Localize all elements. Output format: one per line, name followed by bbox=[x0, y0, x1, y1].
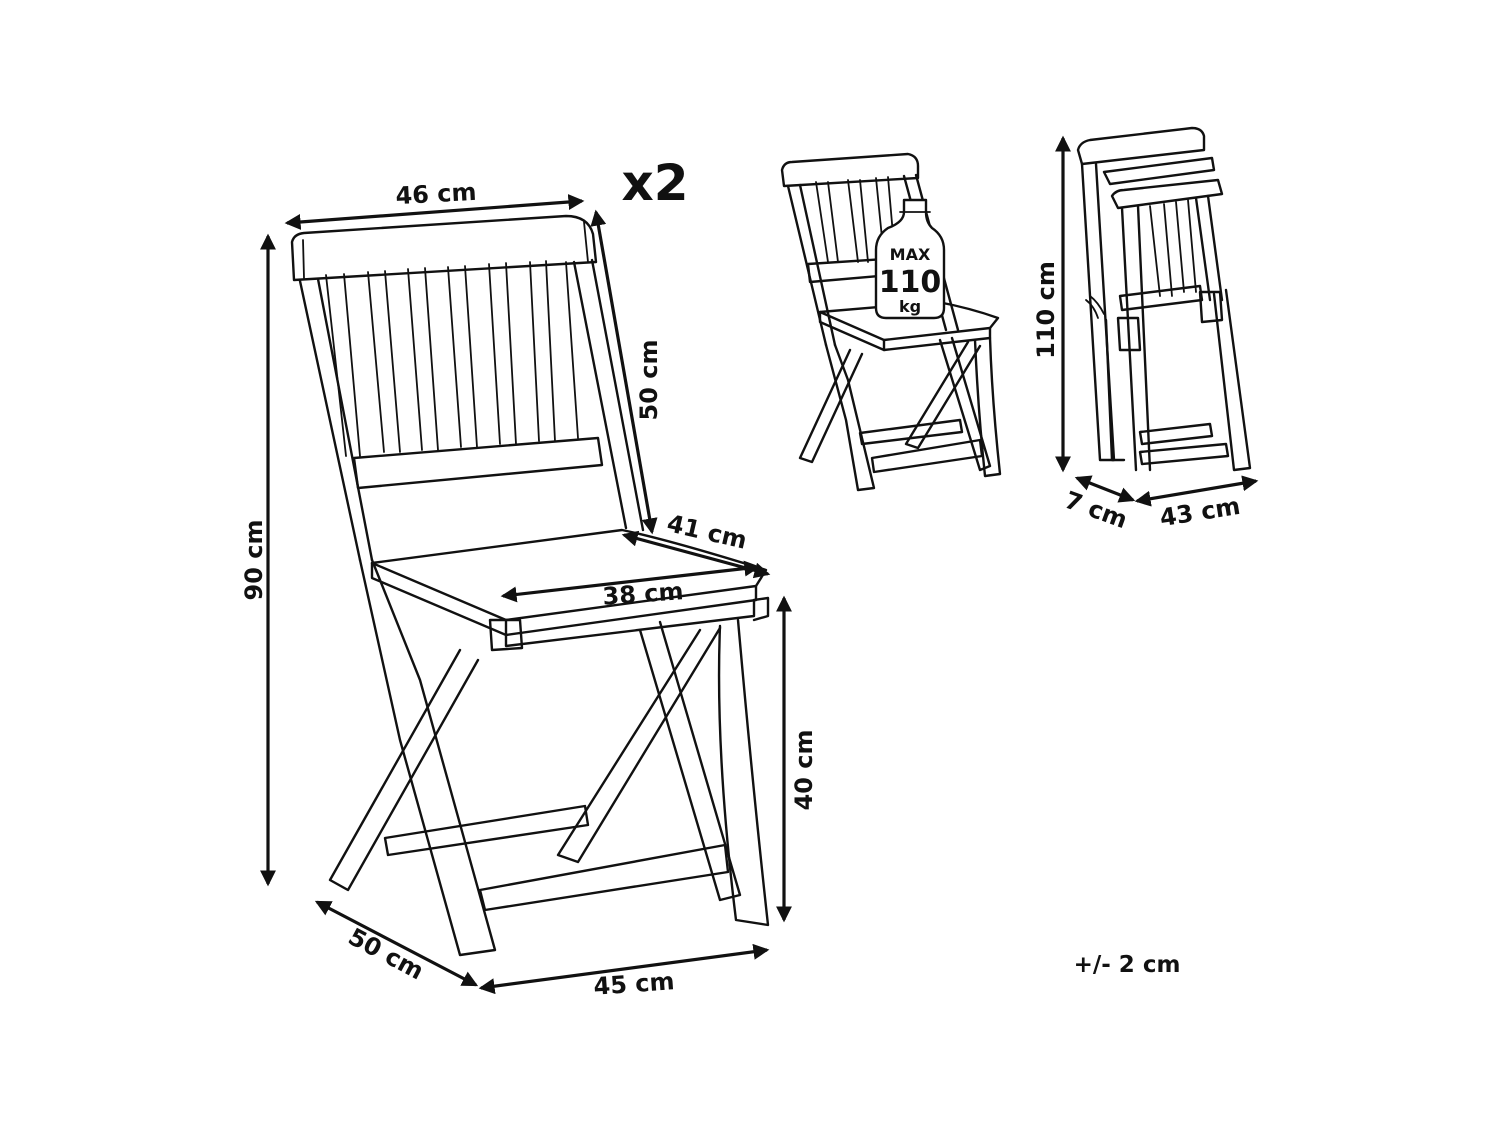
total-height-label: 90 cm bbox=[240, 520, 268, 601]
multiplier-label: x2 bbox=[621, 154, 688, 212]
chair-front-view bbox=[290, 214, 770, 957]
dimension-lines bbox=[260, 194, 792, 995]
seat-width-label: 38 cm bbox=[602, 577, 685, 611]
folded-depth-label: 7 cm bbox=[1061, 486, 1131, 534]
backrest-width-label: 46 cm bbox=[395, 178, 477, 210]
max-load-line1: MAX bbox=[890, 245, 931, 264]
folded-dimension-lines bbox=[1055, 135, 1259, 507]
weight-icon: MAX 110 kg bbox=[874, 198, 946, 320]
chair-folded-view bbox=[1076, 126, 1252, 472]
max-load-unit: kg bbox=[899, 297, 921, 316]
folded-width-label: 43 cm bbox=[1158, 492, 1242, 532]
tolerance-label: +/- 2 cm bbox=[1074, 952, 1181, 978]
seat-height-label: 40 cm bbox=[790, 730, 818, 811]
base-width-label: 45 cm bbox=[593, 967, 676, 1001]
folded-height-label: 110 cm bbox=[1032, 261, 1060, 359]
base-depth-label: 50 cm bbox=[344, 923, 429, 986]
backrest-height-label: 50 cm bbox=[635, 340, 663, 421]
max-load-value: 110 bbox=[879, 265, 942, 300]
chair-small-view bbox=[780, 152, 1002, 492]
